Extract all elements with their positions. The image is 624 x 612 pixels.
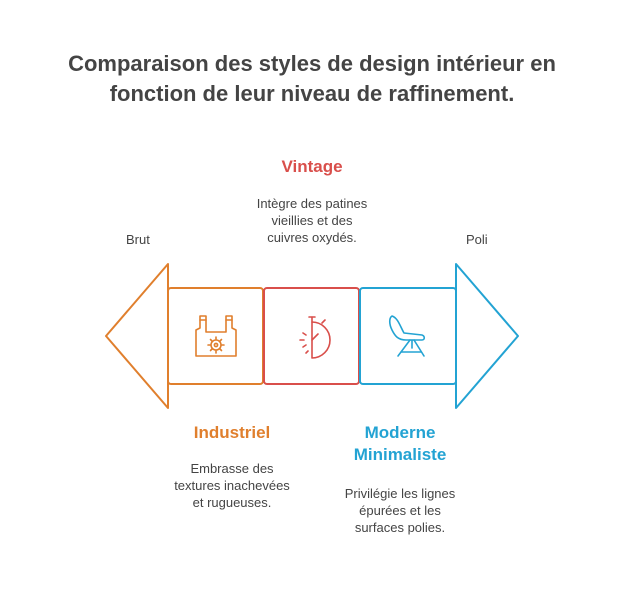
page-title: Comparaison des styles de design intérie… bbox=[68, 51, 556, 106]
industriel-heading: Industriel bbox=[193, 423, 271, 442]
industriel-box bbox=[167, 287, 264, 385]
modern-chair-icon bbox=[388, 315, 426, 357]
moderne-description: Privilégie les lignes épurées et les sur… bbox=[344, 486, 456, 535]
factory-gear-icon bbox=[195, 315, 237, 357]
moderne-box bbox=[359, 287, 457, 385]
scale-left-label: Brut bbox=[126, 232, 150, 247]
half-clock-icon bbox=[299, 316, 331, 359]
left-arrow-shape bbox=[105, 263, 169, 409]
right-arrow-shape bbox=[455, 263, 519, 409]
vintage-heading: Vintage bbox=[281, 157, 343, 176]
scale-right-label: Poli bbox=[466, 232, 488, 247]
vintage-description: Intègre des patines vieillies et des cui… bbox=[256, 196, 368, 245]
moderne-heading: Moderne Minimaliste bbox=[353, 423, 447, 464]
industriel-description: Embrasse des textures inachevées et rugu… bbox=[174, 461, 290, 510]
